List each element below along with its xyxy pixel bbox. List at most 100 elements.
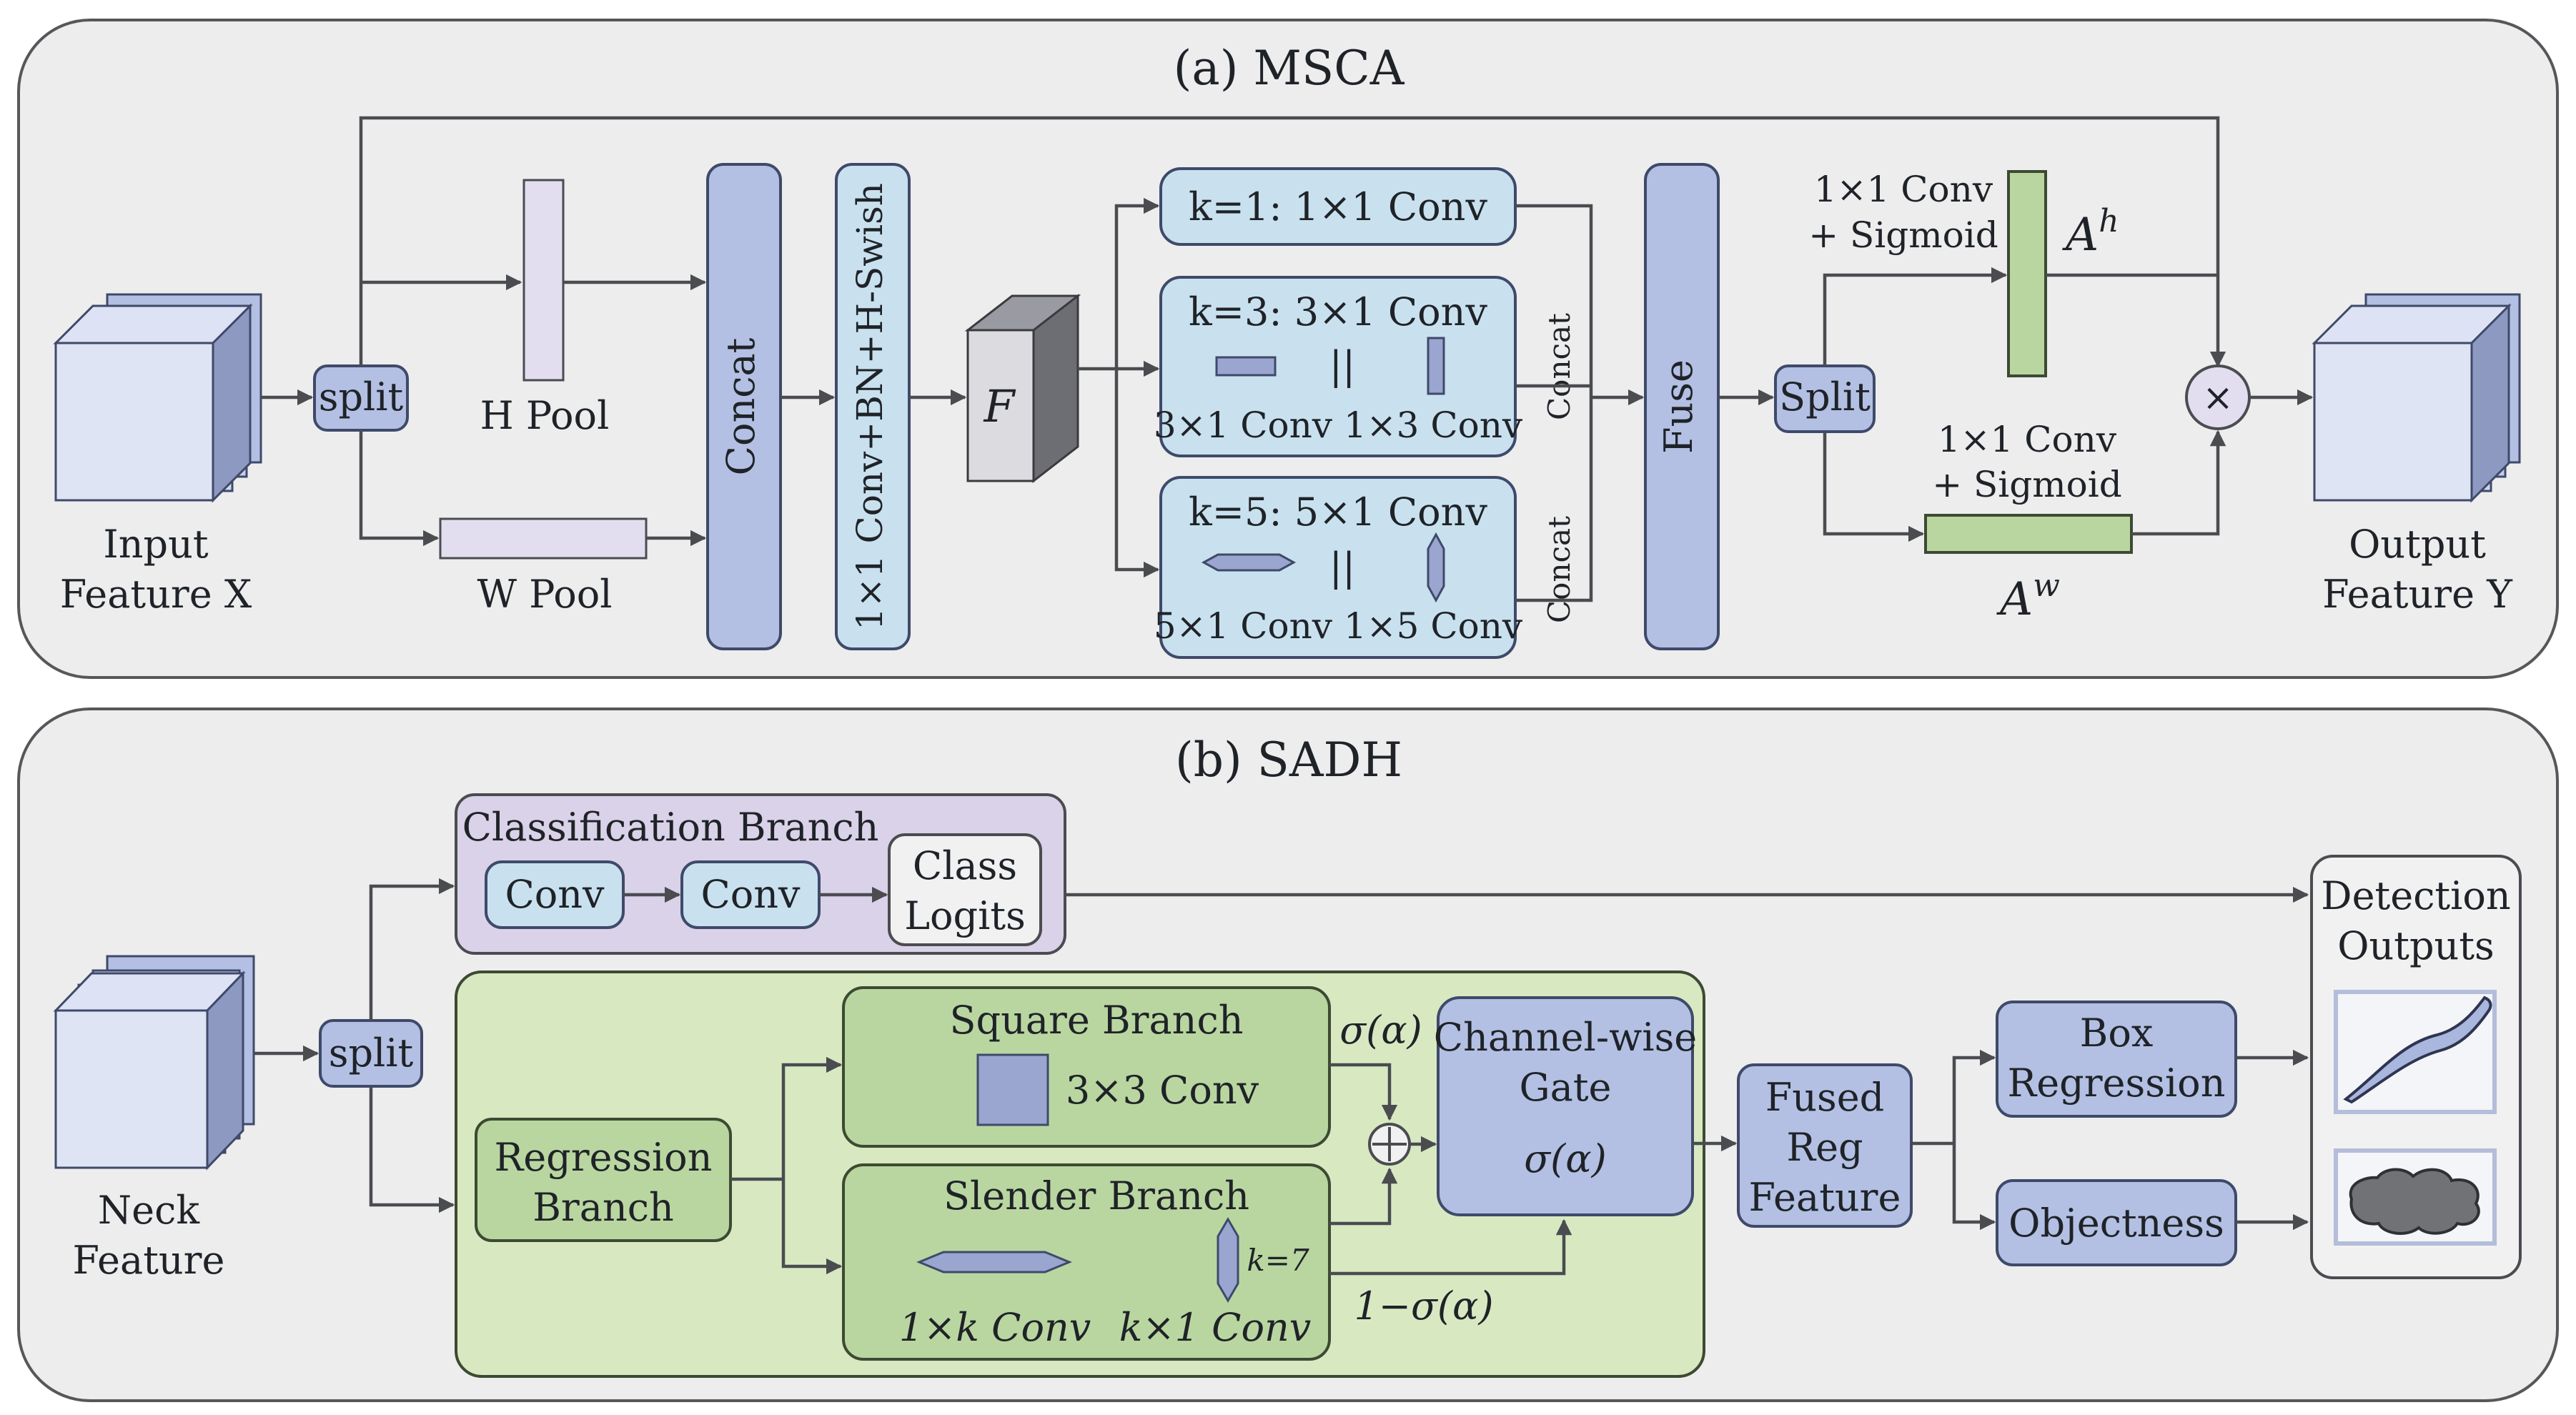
k3-vertical-kernel-icon [1427,337,1445,395]
square-branch-box [842,986,1331,1148]
class-logits-box [888,833,1042,946]
k3-horizontal-kernel-icon [1215,356,1277,377]
split-label-a2: Split [1779,374,1871,419]
ah-label: Ah [2062,203,2119,262]
class-logits-label-1: Class [913,843,1017,888]
regression-branch-label-1: Regression [495,1135,713,1180]
input-feature-label-1: Input [103,522,208,567]
output-feature-label-2: Feature Y [2322,572,2513,617]
sum-plus-icon [1372,1127,1407,1161]
slender-k7-label: k=7 [1247,1243,1309,1278]
k5-conv-sub: 5×1 Conv 1×5 Conv [1154,605,1523,647]
fuse-label: Fuse [1656,359,1701,454]
k5-vertical-kernel-icon [1427,532,1445,603]
arrow-reg-to-square [781,1056,843,1179]
slender-conv-label-1: 1×k Conv [899,1305,1091,1350]
square-conv-label: 3×3 Conv [1066,1068,1259,1113]
f-label: F [983,380,1016,432]
arrow-split-to-aw [1823,432,1925,542]
arrow-split-to-ah [1823,267,2008,366]
slender-branch-title: Slender Branch [943,1173,1249,1218]
w-pool-bar [439,517,648,560]
objectness-blob-icon [2349,1168,2480,1235]
panel-b-title: (b) SADH [1175,733,1402,788]
output-feature-cube [2312,293,2521,503]
arrow-aw-to-multiply [2131,430,2226,536]
k5-parallel-sign: || [1329,545,1355,590]
panel-a-title: (a) MSCA [1174,41,1405,96]
neck-feature-label-2: Feature [73,1238,225,1283]
arrow-f-to-k5 [1114,369,1160,578]
k3-conv-sub: 3×1 Conv 1×3 Conv [1154,404,1523,446]
channel-wise-gate-box [1437,996,1694,1216]
arrow-fused-to-box [1952,1049,1996,1143]
cls-conv2-label: Conv [700,872,801,917]
top-sigmoid-label-1: 1×1 Conv [1814,169,1993,210]
slender-vertical-kernel-icon [1217,1217,1239,1303]
top-sigmoid-label-2: + Sigmoid [1808,214,1998,256]
bottom-sigmoid-label-2: + Sigmoid [1932,464,2122,505]
k3-conv-box [1159,276,1517,457]
arrow-square-to-sum [1329,1063,1398,1121]
split-label-b: split [329,1031,414,1076]
conv-bn-hswish-label: 1×1 Conv+BN+H-Swish [849,183,891,630]
arrow-split-to-wpool [359,430,440,547]
k5-horizontal-kernel-icon [1201,553,1297,572]
conv-bn-hswish-box [835,163,911,650]
slender-conv-label-2: k×1 Conv [1119,1305,1312,1350]
aw-attention-bar [1924,514,2133,554]
one-minus-sigma-label: 1−σ(α) [1354,1284,1493,1329]
fused-label-2: Reg [1786,1125,1863,1170]
arrow-slender-to-gate [1329,1218,1572,1276]
k3-conv-title: k=3: 3×1 Conv [1189,289,1487,334]
ah-attention-bar [2007,170,2047,377]
multiply-sign: × [2202,377,2234,419]
input-feature-cube [53,293,262,503]
objectness-label: Objectness [2008,1201,2224,1246]
detection-outputs-label-1: Detection [2321,873,2510,918]
arrow-f-to-k1 [1114,197,1160,369]
k3-concat-label: Concat [1542,313,1577,420]
arrow-reg-to-slender [781,1179,843,1275]
arrow-bypass-to-multiply [359,116,2226,368]
arrow-split-to-cls [369,878,455,1021]
class-logits-label-2: Logits [904,893,1026,938]
square-kernel-icon [976,1053,1049,1126]
fused-reg-feature-box [1737,1063,1913,1228]
h-pool-bar [522,179,565,382]
concat-box [706,163,782,650]
concat-label: Concat [718,337,763,475]
square-branch-title: Square Branch [950,998,1244,1043]
box-regression-label-1: Box [2080,1011,2154,1056]
split-label-a: split [319,374,404,419]
k5-conv-title: k=5: 5×1 Conv [1189,490,1487,535]
neck-feature-label-1: Neck [98,1188,200,1233]
classification-branch-title: Classification Branch [462,805,879,850]
neck-feature-cube [53,955,255,1171]
sigma-top-label: σ(α) [1339,1008,1422,1053]
slender-horizontal-kernel-icon [916,1251,1072,1274]
gate-label-2: Gate [1520,1065,1612,1110]
k5-conv-box [1159,476,1517,659]
box-regression-label-2: Regression [2008,1061,2226,1106]
fused-label-3: Feature [1749,1175,1901,1220]
k1-conv-label: k=1: 1×1 Conv [1189,184,1487,229]
arrow-split-to-reg [369,1086,455,1213]
gate-label-1: Channel-wise [1434,1015,1697,1060]
slender-branch-box [842,1163,1331,1361]
gate-sigma-label: σ(α) [1524,1136,1606,1181]
fused-label-1: Fused [1765,1075,1884,1120]
aw-label: Aw [1996,567,2060,626]
arrow-branches-merge [1515,204,1593,602]
bottom-sigmoid-label-1: 1×1 Conv [1938,419,2117,460]
w-pool-label: W Pool [477,572,612,617]
k3-parallel-sign: || [1329,343,1355,388]
regression-branch-label-2: Branch [532,1185,674,1230]
f-feature-cube [964,293,1081,484]
slender-object-icon [2343,996,2492,1104]
cls-conv1-label: Conv [505,872,605,917]
detection-outputs-label-2: Outputs [2337,923,2495,968]
k5-concat-label: Concat [1542,516,1577,623]
fuse-box [1644,163,1720,650]
